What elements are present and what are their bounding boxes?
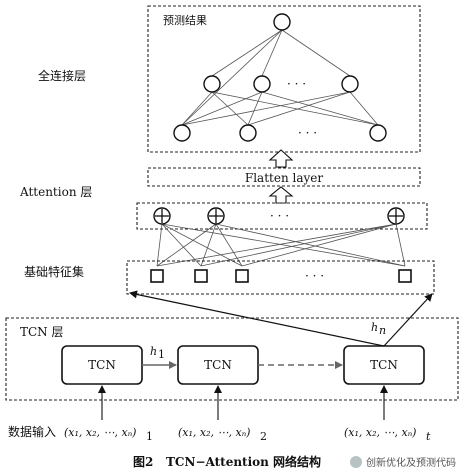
feature-set-box: [126, 260, 435, 295]
hn-long-arrow: [129, 290, 385, 347]
attention-layer-box: [136, 202, 428, 230]
fully-connected-box: [147, 5, 421, 153]
output-node: [273, 13, 291, 31]
watermark-text: 创新优化及预测代码: [366, 456, 456, 469]
input-node: [239, 124, 257, 142]
hidden-node: [203, 75, 221, 93]
feature-ellipsis: · · ·: [305, 269, 324, 283]
data-input-label: 数据输入: [8, 424, 56, 439]
watermark: 创新优化及预测代码: [350, 456, 456, 469]
hn-subscript: n: [379, 324, 386, 337]
tcn-block-label: TCN: [204, 358, 232, 372]
attention-layer-label: Attention 层: [19, 185, 92, 199]
tcn-layer-box: [5, 317, 459, 401]
tcn-block-label: TCN: [370, 358, 398, 372]
tcn-layer-label: TCN 层: [20, 325, 64, 339]
feature-node: [398, 269, 412, 283]
hidden-node: [253, 75, 271, 93]
prediction-result-label: 预测结果: [163, 14, 207, 27]
hollow-up-arrow-icon: [268, 186, 294, 204]
input-ellipsis: · · ·: [298, 126, 317, 140]
tcn-block-label: TCN: [88, 358, 116, 372]
watermark-logo-icon: [350, 456, 362, 468]
flatten-layer-box: [147, 167, 421, 187]
input-sequence: (x₁, x₂, ⋯, xₙ): [64, 426, 136, 439]
input-sequence: (x₁, x₂, ⋯, xₙ): [178, 426, 250, 439]
flatten-layer-label: Flatten layer: [245, 171, 323, 185]
input-sequence-subscript: 2: [260, 430, 267, 443]
hn-arrow: [383, 293, 433, 347]
feature-node: [235, 269, 249, 283]
attention-plus-node: [207, 207, 225, 225]
input-node: [173, 124, 191, 142]
hn-label: h: [371, 321, 378, 334]
figure-title: TCN−Attention 网络结构: [166, 454, 321, 469]
input-sequence-subscript: 1: [146, 430, 153, 443]
h1-subscript: 1: [158, 348, 165, 361]
figure-number: 图2: [133, 455, 153, 469]
feature-node: [150, 269, 164, 283]
input-sequence-subscript: t: [426, 430, 431, 443]
feature-node: [194, 269, 208, 283]
attention-ellipsis: · · ·: [270, 209, 289, 223]
input-sequence: (x₁, x₂, ⋯, xₙ): [344, 426, 416, 439]
hollow-up-arrow-icon: [268, 149, 294, 168]
attention-plus-node: [153, 207, 171, 225]
input-node: [369, 124, 387, 142]
h1-label: h: [150, 345, 157, 358]
output-edges: [211, 29, 351, 77]
fc-edges: [181, 29, 379, 126]
hidden-node: [341, 75, 359, 93]
attention-edges: [156, 223, 406, 267]
attention-plus-node: [387, 207, 405, 225]
feature-set-label: 基础特征集: [24, 264, 84, 279]
fully-connected-label: 全连接层: [38, 68, 86, 83]
hidden-ellipsis: · · ·: [287, 77, 306, 91]
